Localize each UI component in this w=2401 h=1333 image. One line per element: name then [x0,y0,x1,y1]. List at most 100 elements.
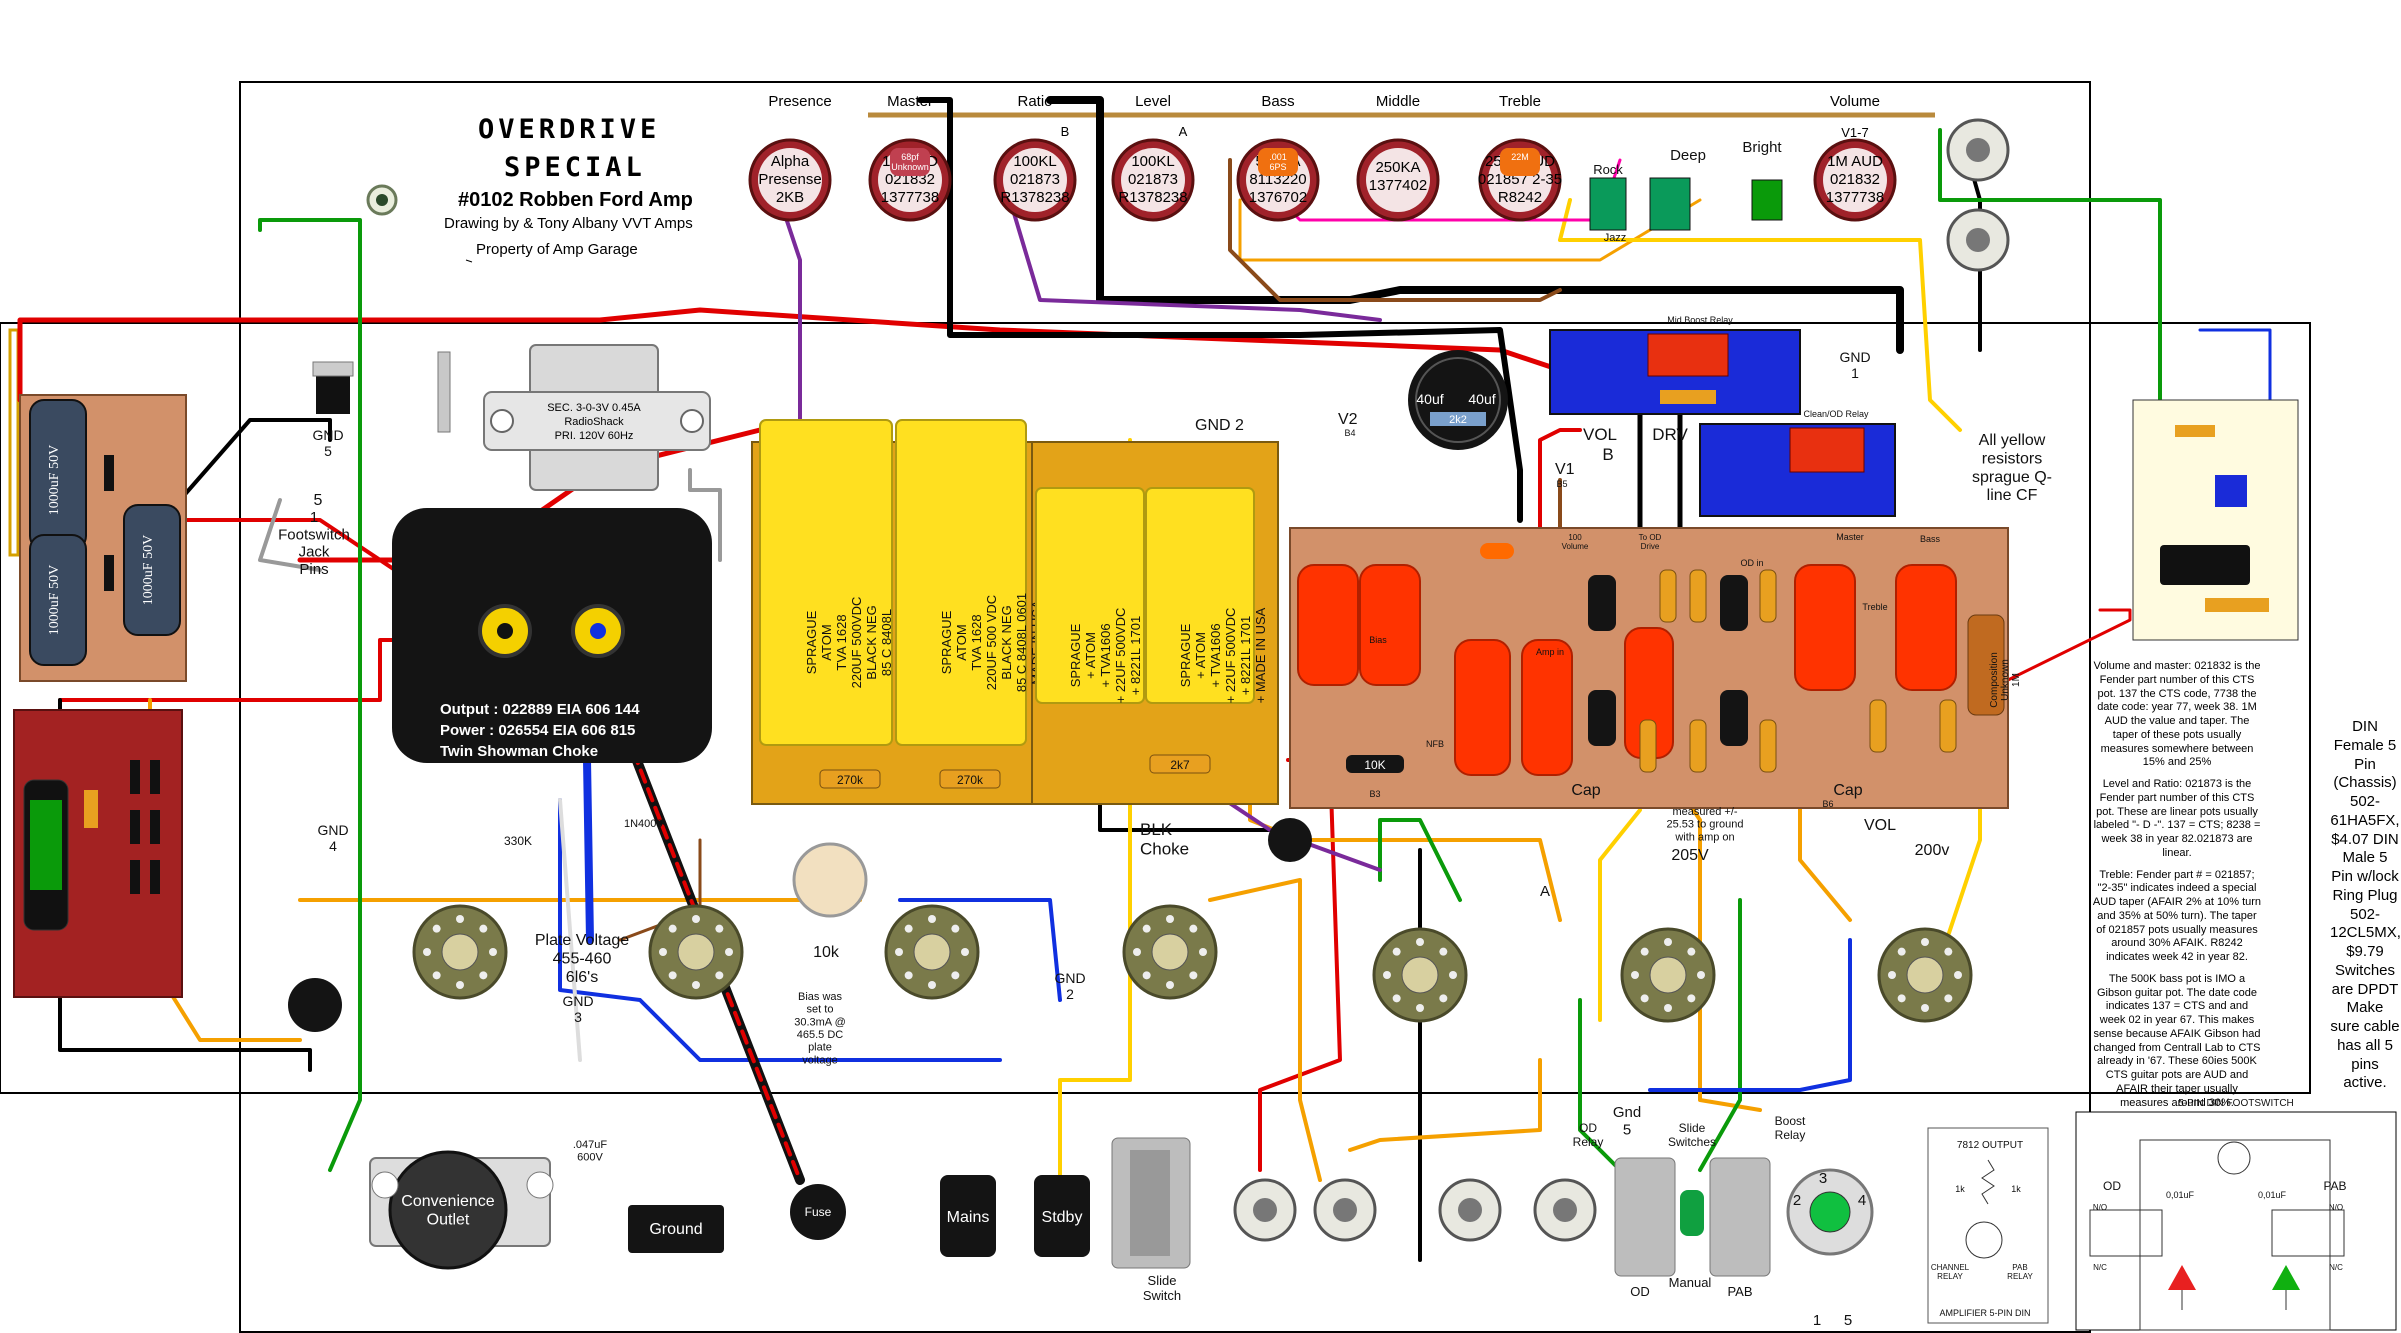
jack-4[interactable] [1313,1178,1377,1242]
socket-pin [1166,981,1174,989]
wire-black-11 [178,418,332,502]
filter-cap-body [759,419,893,746]
socket-pin [1439,947,1448,956]
socket-pin [432,924,441,933]
bright-switch[interactable] [1751,179,1783,221]
tube-socket-1 [412,904,508,1000]
label-pin5: 5 [314,492,323,509]
socket-pin [951,924,960,933]
label-drv: DRV [1652,425,1688,444]
label-manual: Manual [1669,1275,1712,1290]
title-property: Property of Amp Garage [476,241,638,258]
resistor-270k [939,769,1001,789]
label-cap-a: Cap [1571,782,1600,799]
label-gnd2: GND 2 [1195,417,1244,434]
cap-1000uf-2 [29,534,87,666]
rock-jazz-switch[interactable] [1589,177,1627,231]
label-mains: Mains [947,1209,990,1226]
wire-brown-41 [1228,158,1562,302]
deep-switch[interactable] [1649,177,1691,231]
socket-center [1906,956,1944,994]
bass-cap [1258,148,1298,176]
label-fs-no2: N/O [2329,1203,2343,1212]
jack-hole [1458,1198,1482,1222]
switch-label-bright: Bright [1742,139,1782,156]
wire-orange-23 [1238,198,1702,262]
svg-text:2k2: 2k2 [1449,414,1467,426]
pot-marking-ratio-0: 100KL [1013,153,1056,170]
resistor-label-2k7: 2k7 [1170,758,1190,772]
volume-pot-face [1823,148,1887,212]
bias-pot[interactable] [792,842,868,918]
label-amp-din: AMPLIFIER 5-PIN DIN [1939,1308,2030,1318]
fuse-holder [790,1184,846,1240]
jack-5[interactable] [1438,1178,1502,1242]
wire-green-30 [1378,818,1462,902]
pot-notes: Volume and master: 021832 is the Fender … [2092,660,2262,1110]
left-bias-board [13,709,183,998]
ot-line3: Twin Showman Choke [440,743,598,760]
switch-label-jazz: Jazz [1604,232,1627,244]
label-b5: B5 [1556,479,1567,489]
socket-pin [904,971,913,980]
svg-text:1000uF 50V: 1000uF 50V [47,565,62,635]
wire-green-28 [258,218,362,1172]
socket-pin [1392,994,1401,1003]
label-b3: B3 [1369,789,1380,799]
label-v205: 205V [1671,847,1709,864]
pot-marking-volume-1: 021832 [1830,171,1880,188]
footswitch-jack[interactable] [288,978,342,1032]
label-fs-cap2: 0,01uF [2258,1190,2287,1200]
grommet [1268,818,1312,862]
label-r330: 330K [504,834,532,848]
label-fs-pab: PAB [2323,1179,2346,1193]
tube-socket-2 [648,904,744,1000]
presence-pot-face [758,148,822,212]
tube-socket-7 [1877,927,1973,1023]
jack-1[interactable] [1946,118,2010,182]
tube-socket-4 [1122,904,1218,1000]
pot-marking-presence-1: Presense [758,171,821,188]
socket-pin [692,981,700,989]
socket-pin [1897,994,1906,1003]
jack-2[interactable] [1946,208,2010,272]
label-treble-t: Treble [1862,602,1887,612]
socket-pin [951,971,960,980]
label-fs-od: OD [2103,1179,2121,1193]
svg-text:1000uF 50V: 1000uF 50V [47,445,62,515]
svg-text:Clean/OD Relay: Clean/OD Relay [1803,409,1869,419]
wire-blue-35 [898,898,1062,1002]
coupling-cap-3 [1454,639,1511,776]
socket-pin [1383,971,1391,979]
control-label-master: Master [887,93,933,110]
socket-pin [725,948,733,956]
cap-text-treble: 22M [1511,152,1529,162]
electrolytic-1 [1588,575,1616,631]
master-cap [890,148,930,176]
jack-6[interactable] [1533,1178,1597,1242]
wire-orange-22 [1208,878,1322,1182]
wire-black-8 [917,97,1523,523]
socket-pin [715,924,724,933]
filter-cap-text: SPRAGUEATOMTVA 1628220UF 500VDCBLACK NEG… [804,597,894,689]
label-ampin: Amp in [1536,647,1564,657]
jack-3[interactable] [1233,1178,1297,1242]
socket-pin [1664,1004,1672,1012]
resistor-pre-1 [1659,569,1677,623]
bias-pot-label: 10k [813,944,840,961]
pot-master[interactable]: Master1M AUD021832137773868pfUnknown [868,93,952,222]
